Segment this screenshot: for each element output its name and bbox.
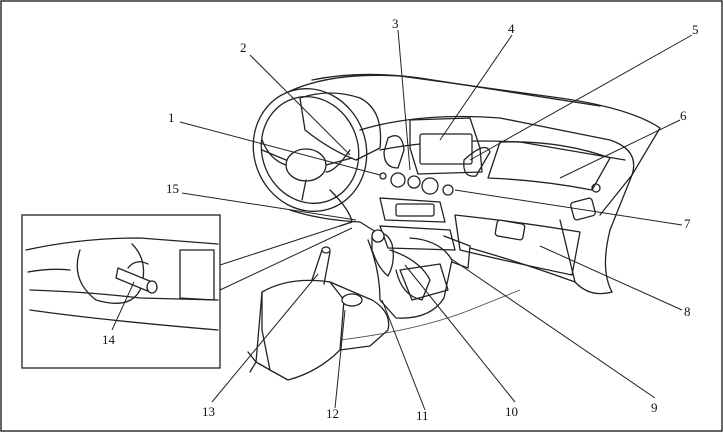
callout-13: 13 <box>202 404 215 419</box>
callout-10: 10 <box>505 404 518 419</box>
callout-3: 3 <box>392 16 399 31</box>
callout-7: 7 <box>684 216 691 231</box>
callout-15: 15 <box>166 181 179 196</box>
callout-2: 2 <box>240 40 247 55</box>
callout-11: 11 <box>416 408 429 423</box>
callout-4: 4 <box>508 21 515 36</box>
callout-8: 8 <box>684 304 691 319</box>
callout-1: 1 <box>168 110 175 125</box>
callout-14: 14 <box>102 332 116 347</box>
callout-12: 12 <box>326 406 339 421</box>
dashboard-illustration <box>236 73 660 380</box>
callout-6: 6 <box>680 108 687 123</box>
callout-9: 9 <box>651 400 658 415</box>
callout-5: 5 <box>692 22 699 37</box>
inset-detail <box>22 215 352 368</box>
